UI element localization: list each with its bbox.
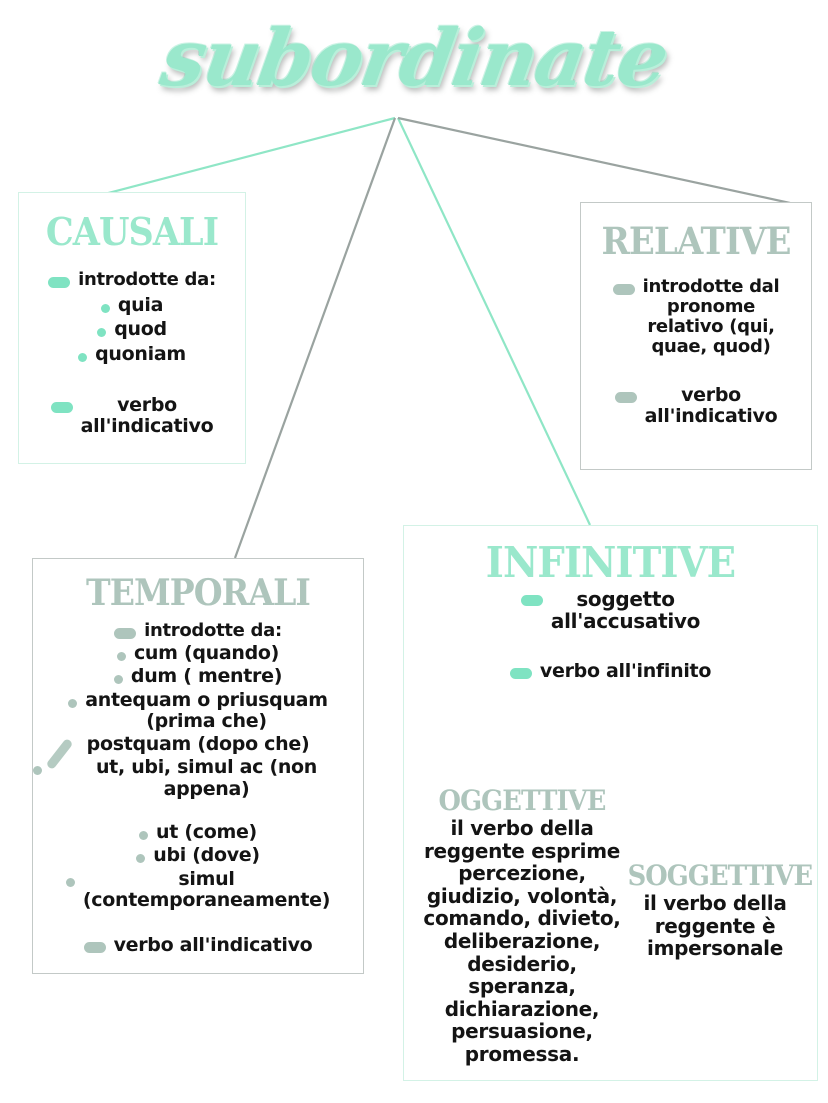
causali-intro-row: introdotte da: [19, 269, 245, 290]
temporali-intro-row: introdotte da: [33, 620, 363, 641]
dot-bullet-icon [68, 698, 78, 708]
temporali-item2-1: ubi (dove) [153, 844, 260, 867]
list-item: quoniam [19, 342, 245, 365]
link-title-causali [96, 116, 396, 198]
causali-item-1: quod [114, 318, 167, 341]
causali-intro-label: introdotte da: [78, 269, 216, 290]
list-item: quia [19, 294, 245, 317]
causali-item-2: quoniam [95, 342, 186, 365]
temporali-item-3: postquam (dopo che) [86, 733, 310, 756]
dot-bullet-icon [33, 766, 42, 776]
temporali-intro-label: introdotte da: [144, 620, 282, 641]
list-item: ut, ubi, simul ac (non appena) [33, 757, 363, 800]
node-temporali[interactable]: TEMPORALI introdotte da: cum (quando) du… [32, 558, 364, 974]
dash-bullet-icon [48, 277, 71, 288]
dash-bullet-icon [520, 595, 543, 606]
dash-bullet-icon [50, 401, 73, 413]
temporali-item-1: dum ( mentre) [130, 665, 283, 688]
node-soggettive-heading: SOGGETTIVE [627, 859, 813, 892]
causali-item-list: quia quod quoniam [19, 294, 245, 365]
dot-bullet-icon [116, 652, 126, 662]
link-title-infinitive [397, 117, 591, 526]
node-infinitive-heading: INFINITIVE [485, 538, 736, 587]
list-item: dum ( mentre) [33, 666, 363, 687]
list-item: quod [19, 319, 245, 340]
temporali-item-0: cum (quando) [133, 642, 280, 665]
dash-bullet-icon [614, 391, 637, 403]
dot-bullet-icon [97, 328, 107, 338]
temporali-item-list: cum (quando) dum ( mentre) antequam o pr… [33, 642, 363, 800]
temporali-item2-0: ut (come) [156, 821, 257, 844]
dot-bullet-icon [65, 877, 75, 887]
dot-bullet-icon [78, 352, 88, 362]
list-item: postquam (dopo che) [33, 733, 363, 756]
infinitive-verb-row: verbo all'infinito [404, 659, 817, 682]
dash-bullet-icon [114, 628, 137, 639]
temporali-item-4: ut, ubi, simul ac (non appena) [95, 756, 318, 800]
dot-bullet-icon [136, 854, 146, 864]
temporali-item-list-2: ut (come) ubi (dove) simul(contemporanea… [33, 821, 363, 912]
list-item: simul(contemporaneamente) [33, 867, 363, 912]
temporali-verb-row: verbo all'indicativo [33, 934, 363, 957]
dot-bullet-icon [139, 831, 149, 841]
node-oggettive-heading: OGGETTIVE [438, 784, 607, 817]
infinitive-verb-label: verbo all'infinito [539, 659, 712, 682]
link-title-temporali [233, 117, 397, 559]
causali-item-0: quia [117, 294, 164, 317]
link-title-relative [397, 116, 791, 205]
list-item: ut (come) [33, 821, 363, 844]
list-item: ubi (dove) [33, 845, 363, 866]
node-relative-heading: RELATIVE [601, 219, 792, 263]
list-item: cum (quando) [33, 642, 363, 665]
page-title: subordinate [155, 13, 673, 104]
dot-bullet-icon [113, 675, 123, 685]
dash-bullet-icon [509, 667, 532, 679]
node-causali-heading: CAUSALI [45, 209, 219, 254]
temporali-verb-label: verbo all'indicativo [113, 934, 313, 957]
temporali-item-2: antequam o priusquam(prima che) [85, 688, 328, 732]
dot-bullet-icon [100, 304, 110, 314]
node-temporali-heading: TEMPORALI [85, 572, 311, 614]
temporali-item2-2: simul(contemporaneamente) [82, 867, 331, 911]
node-causali[interactable]: CAUSALI introdotte da: quia quod quoniam [18, 192, 246, 464]
list-item: antequam o priusquam(prima che) [33, 688, 363, 733]
dash-bullet-icon [83, 942, 106, 954]
dash-bullet-icon [612, 284, 635, 295]
